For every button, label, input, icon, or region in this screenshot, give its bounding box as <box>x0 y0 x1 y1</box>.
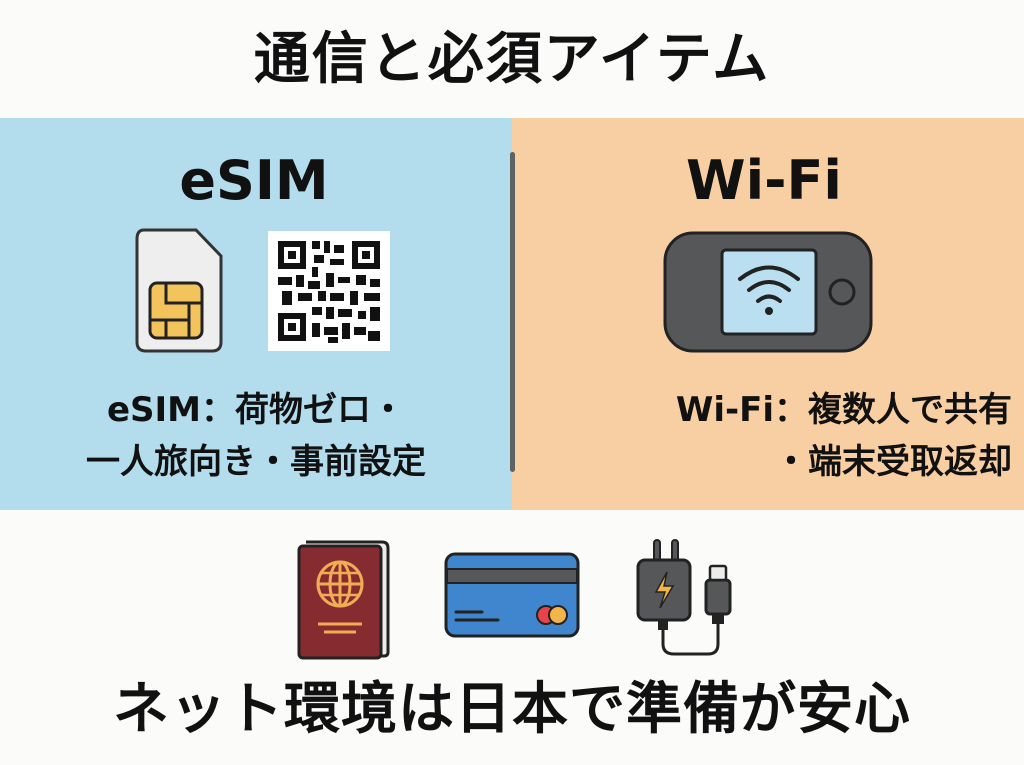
page-title: 通信と必須アイテム <box>253 27 771 92</box>
esim-description: eSIM：荷物ゼロ・ 一人旅向き・事前設定 <box>0 384 512 488</box>
esim-description-line1: eSIM：荷物ゼロ・ <box>106 390 406 430</box>
sim-card-icon <box>134 228 224 358</box>
charger-cable-icon <box>632 536 742 664</box>
credit-card-icon <box>444 552 580 642</box>
wifi-description-line2: ・端末受取返却 <box>774 442 1012 482</box>
wifi-heading: Wi-Fi <box>686 149 842 212</box>
qr-code-icon <box>268 231 390 355</box>
esim-panel: eSIM eSIM：荷物ゼロ・ 一人旅向き・事前設定 <box>0 118 512 510</box>
footer-tagline: ネット環境は日本で準備が安心 <box>113 677 911 742</box>
esim-description-line2: 一人旅向き・事前設定 <box>86 442 426 482</box>
panel-divider <box>510 152 515 472</box>
wifi-description: Wi-Fi：複数人で共有 ・端末受取返却 <box>512 384 1012 488</box>
wifi-description-line1: Wi-Fi：複数人で共有 <box>675 390 1012 430</box>
passport-icon <box>296 536 392 664</box>
esim-heading: eSIM <box>179 149 329 212</box>
wifi-panel: Wi-Fi Wi-Fi：複数人で共有 ・端末受取返却 <box>512 118 1024 510</box>
